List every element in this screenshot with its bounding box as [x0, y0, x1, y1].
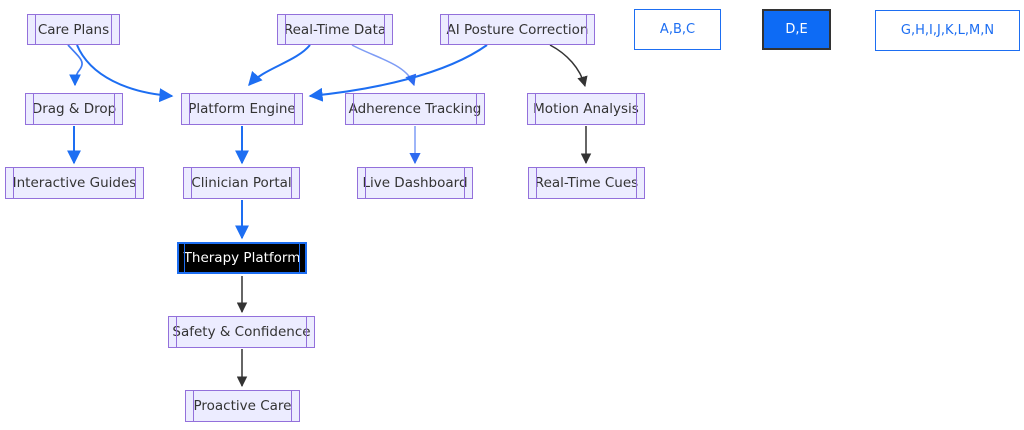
- legend-box-ghijklmn: G,H,I,J,K,L,M,N: [875, 10, 1020, 51]
- node-interactive-guides: Interactive Guides: [5, 167, 144, 199]
- node-label: Interactive Guides: [12, 175, 137, 191]
- node-label: Safety & Confidence: [172, 324, 311, 340]
- node-label: Real-Time Data: [283, 21, 387, 38]
- node-therapy-platform: Therapy Platform: [177, 242, 307, 274]
- node-label: Clinician Portal: [191, 175, 292, 191]
- node-label: Adherence Tracking: [348, 101, 482, 117]
- node-live-dashboard: Live Dashboard: [357, 167, 473, 199]
- node-label: Platform Engine: [188, 101, 296, 117]
- node-real-time-cues: Real-Time Cues: [528, 167, 645, 199]
- edge-care-plans-to-drag-drop: [67, 44, 83, 87]
- node-label: Therapy Platform: [183, 250, 301, 266]
- node-adherence-tracking: Adherence Tracking: [345, 93, 485, 125]
- node-label: AI Posture Correction: [446, 21, 589, 38]
- edge-real-time-data-to-platform-engine: [248, 44, 311, 87]
- node-drag-drop: Drag & Drop: [25, 93, 123, 125]
- node-label: Proactive Care: [193, 398, 292, 414]
- node-clinician-portal: Clinician Portal: [183, 167, 300, 199]
- edge-ai-posture-to-motion-analysis: [549, 44, 588, 88]
- node-platform-engine: Platform Engine: [181, 93, 303, 125]
- node-label: Live Dashboard: [362, 175, 468, 191]
- edge-ai-posture-to-platform-engine: [308, 44, 488, 102]
- legend-label: G,H,I,J,K,L,M,N: [900, 23, 995, 38]
- node-label: Motion Analysis: [533, 101, 639, 117]
- node-motion-analysis: Motion Analysis: [527, 93, 645, 125]
- node-safety-confidence: Safety & Confidence: [168, 316, 315, 348]
- node-label: Drag & Drop: [31, 101, 117, 117]
- node-ai-posture-correction: AI Posture Correction: [440, 14, 595, 45]
- legend-label: A,B,C: [659, 22, 696, 37]
- legend-box-de: D,E: [762, 9, 831, 50]
- legend-box-abc: A,B,C: [634, 9, 721, 50]
- node-proactive-care: Proactive Care: [185, 390, 300, 422]
- node-real-time-data: Real-Time Data: [277, 14, 393, 45]
- node-care-plans: Care Plans: [27, 14, 120, 45]
- node-label: Real-Time Cues: [534, 175, 639, 191]
- edge-care-plans-to-platform-engine: [76, 44, 174, 103]
- node-label: Care Plans: [37, 21, 110, 38]
- legend-label: D,E: [785, 22, 808, 37]
